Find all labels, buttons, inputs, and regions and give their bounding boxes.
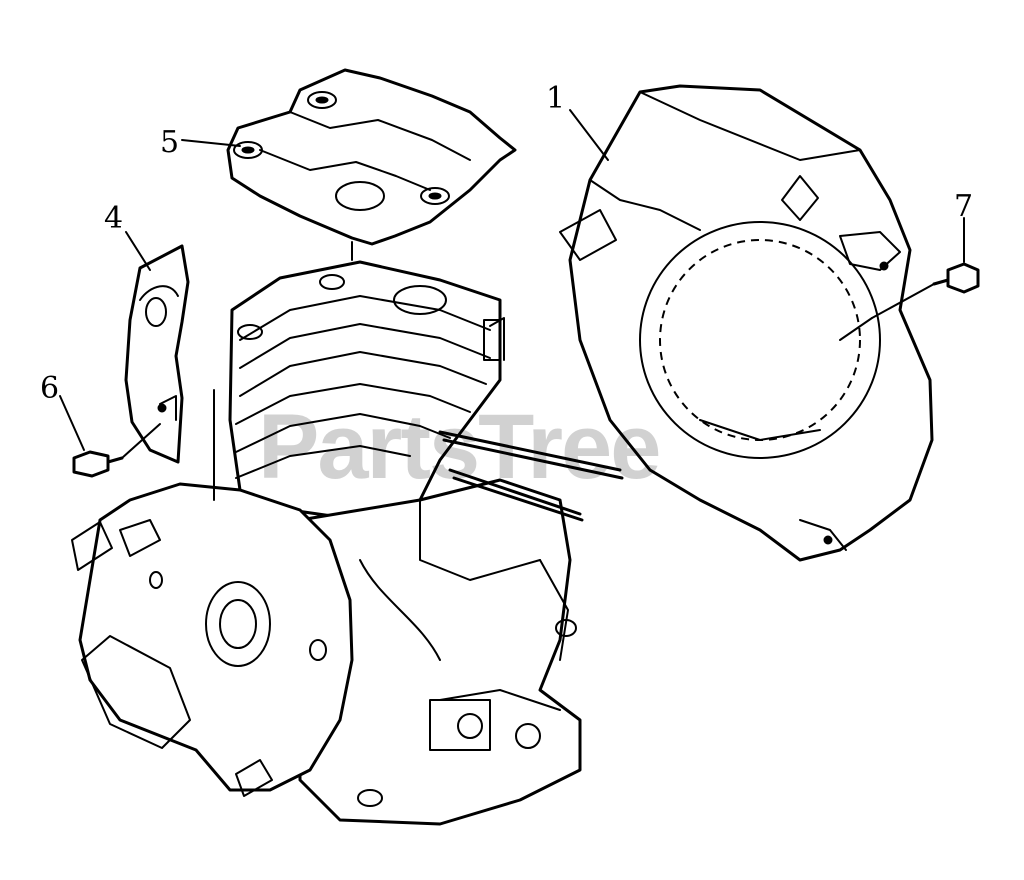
callout-4: 4 bbox=[104, 201, 123, 236]
engine-studs bbox=[438, 430, 624, 522]
callouts: 1 4 5 6 7 bbox=[40, 81, 973, 406]
callout-1: 1 bbox=[546, 81, 565, 116]
leader-5 bbox=[181, 139, 241, 147]
cylinder-head-shield bbox=[226, 68, 517, 261]
watermark-logo: PartsTree bbox=[258, 396, 659, 498]
leader-4 bbox=[125, 231, 151, 271]
housing-bolt bbox=[839, 262, 980, 341]
callout-5: 5 bbox=[160, 125, 179, 160]
leader-1 bbox=[569, 109, 609, 161]
shield-bolt bbox=[72, 423, 161, 478]
leader-lines bbox=[59, 109, 965, 501]
callout-6: 6 bbox=[40, 371, 59, 406]
cylinder-shield bbox=[124, 244, 190, 464]
callout-7: 7 bbox=[954, 189, 973, 224]
leader-6 bbox=[59, 395, 85, 451]
engine-baffle-plate bbox=[71, 482, 354, 797]
engine-crankcase bbox=[298, 478, 582, 826]
blower-housing bbox=[559, 84, 934, 562]
